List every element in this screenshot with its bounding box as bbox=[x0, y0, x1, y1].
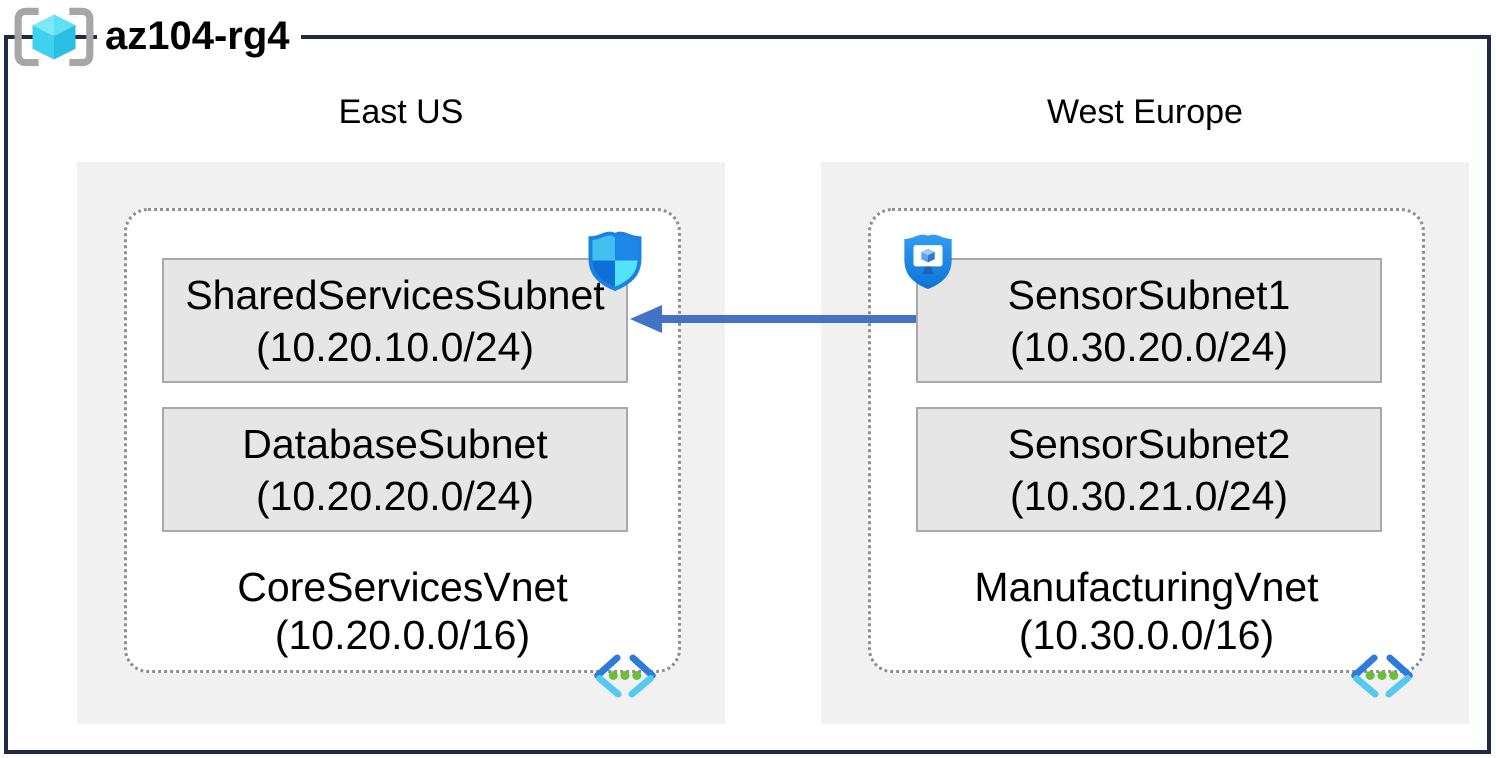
resource-group-icon bbox=[14, 7, 94, 67]
resource-group-frame bbox=[4, 35, 1491, 754]
subnet-sharedservicessubnet: SharedServicesSubnet (10.20.10.0/24) bbox=[162, 258, 628, 383]
vnet-cidr: (10.20.0.0/16) bbox=[274, 612, 531, 658]
subnet-sensorsubnet1: SensorSubnet1 (10.30.20.0/24) bbox=[916, 258, 1382, 383]
subnet-sensorsubnet2: SensorSubnet2 (10.30.21.0/24) bbox=[916, 407, 1382, 532]
subnet-name: DatabaseSubnet bbox=[242, 420, 548, 467]
virtual-network-icon bbox=[594, 654, 656, 698]
network-security-group-shield-icon bbox=[588, 231, 642, 292]
subnet-name: SensorSubnet1 bbox=[1007, 271, 1291, 318]
application-security-group-shield-icon bbox=[904, 234, 952, 290]
subnet-name: SharedServicesSubnet bbox=[185, 271, 605, 318]
region-label-east-us: East US bbox=[338, 93, 464, 131]
subnet-cidr: (10.20.10.0/24) bbox=[255, 323, 535, 370]
vnet-name: ManufacturingVnet bbox=[974, 564, 1319, 610]
subnet-cidr: (10.20.20.0/24) bbox=[255, 472, 535, 519]
subnet-cidr: (10.30.21.0/24) bbox=[1009, 472, 1289, 519]
peering-arrow bbox=[630, 305, 916, 333]
vnet-cidr: (10.30.0.0/16) bbox=[1018, 612, 1275, 658]
vnet-label-manufacturingvnet: ManufacturingVnet (10.30.0.0/16) bbox=[868, 563, 1425, 659]
vnet-name: CoreServicesVnet bbox=[237, 564, 568, 610]
region-label-west-europe: West Europe bbox=[1047, 93, 1243, 131]
resource-group-title: az104-rg4 bbox=[97, 12, 301, 60]
vnet-label-coreservicesvnet: CoreServicesVnet (10.20.0.0/16) bbox=[124, 563, 681, 659]
virtual-network-icon bbox=[1351, 654, 1413, 698]
subnet-name: SensorSubnet2 bbox=[1007, 420, 1291, 467]
subnet-databasesubnet: DatabaseSubnet (10.20.20.0/24) bbox=[162, 407, 628, 532]
subnet-cidr: (10.30.20.0/24) bbox=[1009, 323, 1289, 370]
